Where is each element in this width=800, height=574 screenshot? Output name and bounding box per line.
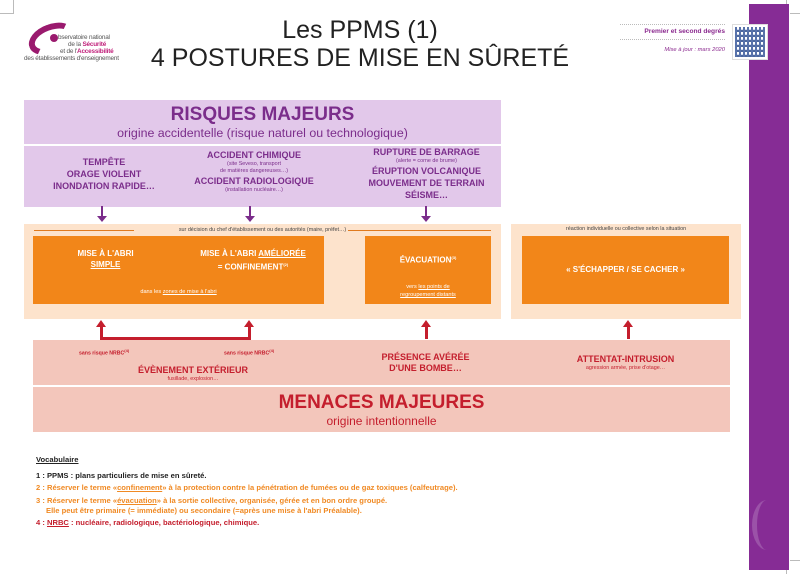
vocabulary-section: Vocabulaire 1 : PPMS : plans particulier… [36, 455, 556, 530]
arrow-up-icon [244, 320, 254, 339]
evacuation-note: vers les points de regroupement distants [400, 284, 456, 298]
logo-line-2: de la Sécurité [68, 41, 107, 48]
vocab-item-3: 3 : Réserver le terme «évacuation» à la … [36, 495, 388, 515]
menaces-list: sans risque NRBC(4) sans risque NRBC(4) … [33, 340, 730, 385]
nrbc-note-left: sans risque NRBC(4) [79, 348, 130, 357]
school-level-label: Premier et second degrés [644, 28, 725, 35]
menaces-title: MENACES MAJEURES [278, 392, 485, 413]
posture-evacuation: ÉVACUATION(3) vers les points de regroup… [365, 236, 491, 304]
arrow-down-icon [97, 206, 107, 222]
threat-evenement-exterieur: ÉVÈNEMENT EXTÉRIEUR fusillade, explosion… [137, 365, 249, 382]
arrow-down-icon [421, 206, 431, 222]
threat-bombe: PRÉSENCE AVÉRÉE D'UNE BOMBE… [381, 352, 470, 373]
risk-natural-weather: TEMPÊTE ORAGE VIOLENT INONDATION RAPIDE… [53, 157, 155, 191]
risques-subtitle: origine accidentelle (risque naturel ou … [117, 126, 408, 140]
decision-caption: sur décision du chef d'établissement ou … [34, 225, 491, 235]
update-date: Mise à jour : mars 2020 [664, 47, 725, 53]
risques-list: TEMPÊTE ORAGE VIOLENT INONDATION RAPIDE…… [24, 146, 501, 207]
posture-abri-simple: MISE À L'ABRI SIMPLE [77, 249, 134, 269]
nrbc-note-right: sans risque NRBC(4) [224, 348, 275, 357]
arrow-down-icon [245, 206, 255, 222]
logo-line-1: bservatoire national [58, 34, 110, 41]
decision-text: sur décision du chef d'établissement ou … [176, 227, 349, 233]
posture-abri-ameliore: MISE À L'ABRI AMÉLIORÉE = CONFINEMENT(2) [200, 249, 306, 272]
posture-mise-a-labri: MISE À L'ABRI SIMPLE MISE À L'ABRI AMÉLI… [33, 236, 324, 304]
threat-attentat-intrusion: ATTENTAT-INTRUSION agression armée, pris… [576, 354, 675, 371]
risk-geological: RUPTURE DE BARRAGE (alerte = corne de br… [368, 147, 485, 200]
logo-dot-icon [50, 34, 58, 42]
band-swoosh-decoration [752, 500, 782, 550]
crop-mark [0, 13, 14, 14]
risk-technological: ACCIDENT CHIMIQUE (site Seveso, transpor… [194, 150, 314, 193]
reaction-caption: réaction individuelle ou collective selo… [565, 226, 687, 232]
crop-mark [13, 0, 14, 14]
title-line-2: 4 POSTURES DE MISE EN SÛRETÉ [150, 44, 570, 72]
header-meta: Premier et second degrés Mise à jour : m… [620, 24, 725, 53]
title-line-1: Les PPMS (1) [282, 16, 438, 44]
crop-mark [790, 13, 800, 14]
logo-line-4: des établissements d'enseignement [24, 55, 119, 62]
vocabulary-title: Vocabulaire [36, 455, 79, 464]
arrow-up-icon [96, 320, 106, 339]
divider [34, 230, 134, 231]
menaces-subtitle: origine intentionnelle [326, 414, 437, 428]
posture-echapper-cacher: « S'ÉCHAPPER / SE CACHER » [522, 236, 729, 304]
side-band [749, 4, 789, 570]
page-title: Les PPMS (1) 4 POSTURES DE MISE EN SÛRET… [150, 16, 570, 72]
arrow-up-icon [421, 320, 431, 339]
divider [620, 24, 725, 25]
crop-mark [790, 560, 800, 561]
arrow-up-icon [623, 320, 633, 339]
vocab-item-1: 1 : PPMS : plans particuliers de mise en… [36, 471, 207, 481]
risques-majeurs-header: RISQUES MAJEURS origine accidentelle (ri… [24, 100, 501, 144]
onsa-logo: bservatoire national de la Sécurité et d… [24, 16, 124, 66]
divider [334, 230, 491, 231]
vocab-item-2: 2 : Réserver le terme «confinement» à la… [36, 483, 458, 493]
qr-code-icon[interactable] [732, 24, 768, 60]
risques-title: RISQUES MAJEURS [170, 104, 355, 125]
menaces-majeures-header: MENACES MAJEURES origine intentionnelle [33, 387, 730, 432]
vocab-item-4: 4 : NRBC : nucléaire, radiologique, bact… [36, 518, 260, 528]
logo-line-3: et de l'Accessibilité [60, 48, 114, 55]
divider [620, 39, 725, 40]
zones-abri-note: dans les zones de mise à l'abri [140, 289, 217, 295]
connector-line [174, 337, 177, 342]
